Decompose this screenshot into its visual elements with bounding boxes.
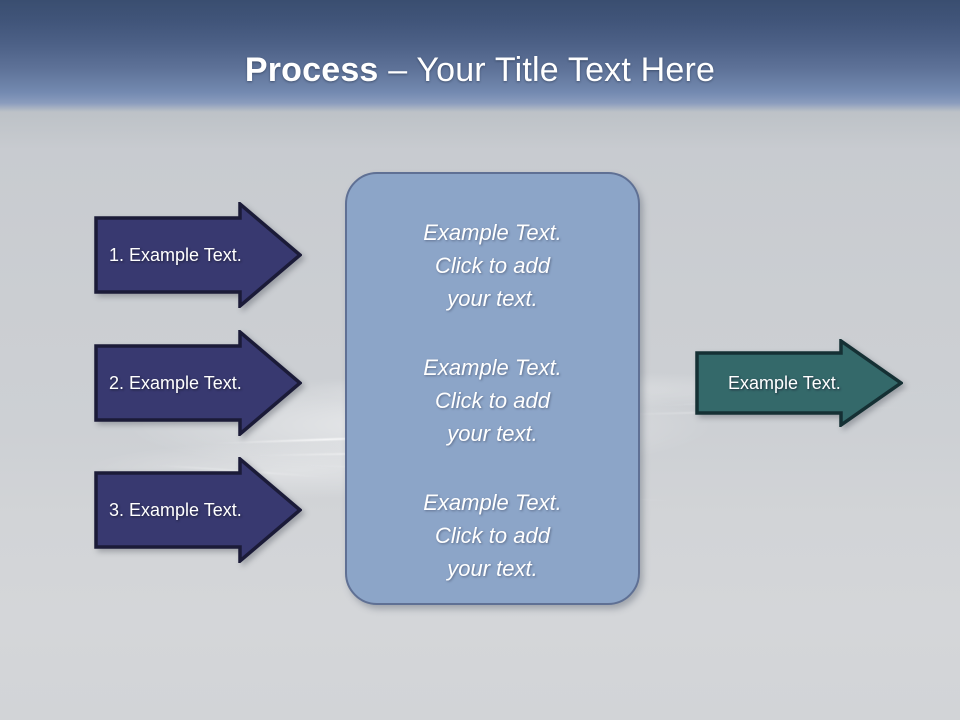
slide-title: Process – Your Title Text Here (0, 50, 960, 90)
process-box-paragraph: Example Text. Click to add your text. (423, 490, 562, 581)
input-arrow-2[interactable]: 2. Example Text. (94, 330, 302, 436)
input-arrow-label: 2. Example Text. (109, 373, 242, 393)
title-rest-text: – Your Title Text Here (378, 51, 716, 89)
input-arrow-1[interactable]: 1. Example Text. (94, 202, 302, 308)
input-arrow-label: 1. Example Text. (109, 245, 242, 265)
process-box[interactable]: Example Text. Click to add your text. Ex… (345, 172, 640, 605)
title-bold-text: Process (244, 51, 379, 89)
right-arrow-icon (94, 457, 302, 563)
right-arrow-icon (94, 330, 302, 436)
output-arrow[interactable]: Example Text. (695, 339, 903, 427)
right-arrow-icon (695, 339, 903, 427)
process-box-paragraph: Example Text. Click to add your text. (423, 355, 562, 446)
output-arrow-label: Example Text. (728, 373, 841, 393)
input-arrow-3[interactable]: 3. Example Text. (94, 457, 302, 563)
process-box-paragraph: Example Text. Click to add your text. (423, 220, 562, 311)
right-arrow-icon (94, 202, 302, 308)
input-arrow-label: 3. Example Text. (109, 500, 242, 520)
